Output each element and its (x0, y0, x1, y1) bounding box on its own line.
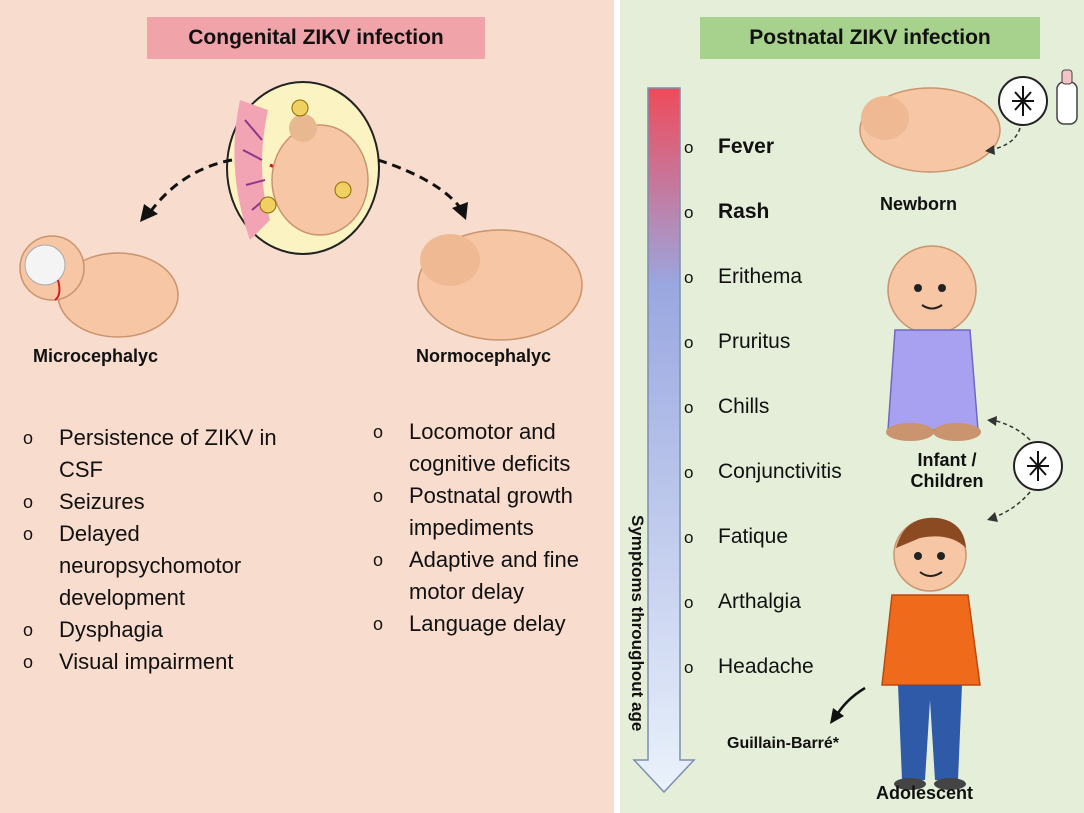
bullet-icon: o (684, 203, 694, 222)
bullet-icon: o (23, 428, 34, 448)
congenital-panel: Congenital ZIKV infection Microcephalyc … (0, 0, 614, 813)
newborn-label: Newborn (880, 194, 958, 214)
bullet-icon: o (684, 658, 694, 677)
normocephalic-baby-illustration (417, 229, 583, 341)
bullet-icon: o (684, 333, 694, 352)
bullet-icon: o (23, 524, 34, 544)
microcephalic-label: Microcephalyc (33, 346, 159, 366)
bullet-icon: o (23, 652, 34, 672)
postnatal-title: Postnatal ZIKV infection (700, 17, 1040, 59)
bullet-icon: o (373, 614, 384, 634)
bullet-icon: o (684, 398, 694, 417)
bullet-icon: o (373, 422, 384, 442)
age-gradient-arrow (632, 87, 696, 794)
bullet-icon: o (684, 268, 694, 287)
bullet-icon: o (373, 486, 384, 506)
infant-label: Infant / Children (910, 450, 984, 491)
uterus-fetus-illustration (140, 81, 468, 255)
bullet-icon: o (23, 620, 34, 640)
bullet-icon: o (684, 463, 694, 482)
adolescent-label: Adolescent (876, 783, 974, 803)
microcephalic-baby-illustration (19, 235, 179, 338)
normocephalic-label: Normocephalyc (416, 346, 552, 366)
adolescent-illustration (830, 517, 981, 790)
bullet-icon: o (23, 492, 34, 512)
bullet-icon: o (684, 528, 694, 547)
newborn-illustration (859, 69, 1078, 173)
congenital-title: Congenital ZIKV infection (147, 17, 485, 59)
bullet-icon: o (373, 550, 384, 570)
bullet-icon: o (684, 593, 694, 612)
postnatal-panel: Postnatal ZIKV infection Symptoms throug… (620, 0, 1084, 813)
infant-illustration (886, 245, 1063, 522)
complication-label: Guillain-Barré* (727, 735, 840, 752)
bullet-icon: o (684, 138, 694, 157)
